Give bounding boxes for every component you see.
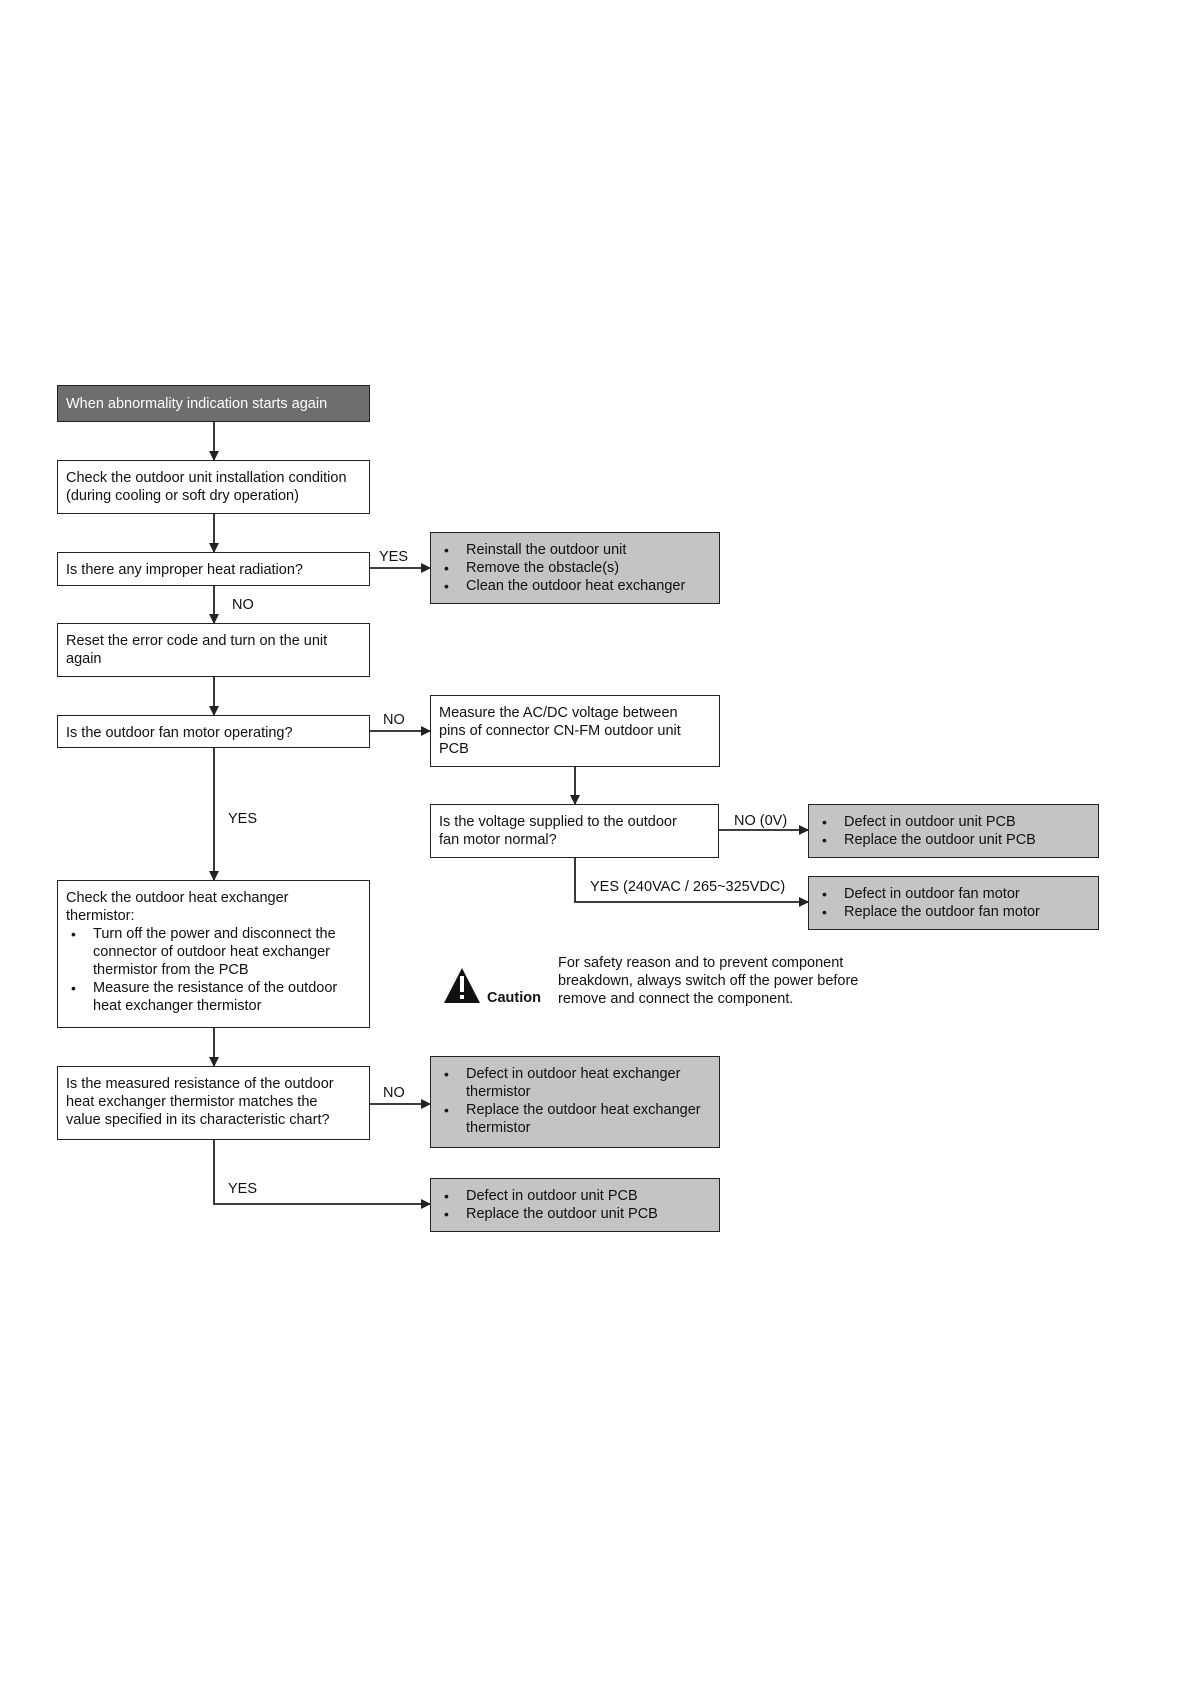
question-text: Is there any improper heat radiation? xyxy=(66,562,303,578)
question-line: value specified in its characteristic ch… xyxy=(66,1112,330,1128)
caution-line: remove and connect the component. xyxy=(558,991,794,1007)
list-item: Defect in outdoor unit PCB xyxy=(439,1187,711,1205)
list-item: Clean the outdoor heat exchanger xyxy=(439,577,711,595)
list-item-line: Replace the outdoor heat exchanger xyxy=(466,1102,701,1118)
check-install-box: Check the outdoor unit installation cond… xyxy=(57,460,370,514)
list-item: Defect in outdoor heat exchanger thermis… xyxy=(439,1065,711,1101)
reset-line: Reset the error code and turn on the uni… xyxy=(66,633,328,649)
question-text: Is the outdoor fan motor operating? xyxy=(66,725,293,741)
result-pcb-defect: Defect in outdoor unit PCB Replace the o… xyxy=(808,804,1099,858)
list-item-line: heat exchanger thermistor xyxy=(93,998,262,1014)
arrow-resistance-yes xyxy=(213,1140,431,1209)
label-no-0v: NO (0V) xyxy=(734,813,788,829)
list-item-line: thermistor from the PCB xyxy=(93,962,249,978)
question-line: Is the voltage supplied to the outdoor xyxy=(439,814,677,830)
list-item-line: thermistor xyxy=(466,1084,531,1100)
label-yes: YES xyxy=(379,549,409,565)
result-heat-radiation: Reinstall the outdoor unit Remove the ob… xyxy=(430,532,720,604)
list-item: Measure the resistance of the outdoor he… xyxy=(66,979,361,1015)
label-no: NO xyxy=(383,712,405,728)
check-install-line: (during cooling or soft dry operation) xyxy=(66,488,299,504)
question-voltage: Is the voltage supplied to the outdoor f… xyxy=(430,804,719,858)
check-thermistor-box: Check the outdoor heat exchanger thermis… xyxy=(57,880,370,1028)
check-thermistor-title: Check the outdoor heat exchanger xyxy=(66,890,289,906)
reset-line: again xyxy=(66,651,102,667)
measure-line: Measure the AC/DC voltage between xyxy=(439,705,678,721)
label-yes-voltage: YES (240VAC / 265~325VDC) xyxy=(590,879,786,895)
list-item-line: connector of outdoor heat exchanger xyxy=(93,944,330,960)
measure-line: PCB xyxy=(439,741,469,757)
list-item: Turn off the power and disconnect the co… xyxy=(66,925,361,979)
list-item: Defect in outdoor unit PCB xyxy=(817,813,1090,831)
caution-label: Caution xyxy=(487,990,541,1006)
check-thermistor-title: thermistor: xyxy=(66,908,135,924)
measure-line: pins of connector CN-FM outdoor unit xyxy=(439,723,681,739)
list-item-line: Defect in outdoor heat exchanger xyxy=(466,1066,681,1082)
list-item-line: thermistor xyxy=(466,1120,531,1136)
start-text: When abnormality indication starts again xyxy=(66,396,328,412)
question-resistance: Is the measured resistance of the outdoo… xyxy=(57,1066,370,1140)
question-line: Is the measured resistance of the outdoo… xyxy=(66,1076,334,1092)
caution-line: For safety reason and to prevent compone… xyxy=(558,955,844,971)
list-item: Reinstall the outdoor unit xyxy=(439,541,711,559)
label-yes: YES xyxy=(228,811,258,827)
label-no: NO xyxy=(383,1085,405,1101)
result-thermistor-defect: Defect in outdoor heat exchanger thermis… xyxy=(430,1056,720,1148)
list-item: Replace the outdoor unit PCB xyxy=(817,831,1090,849)
list-item-line: Turn off the power and disconnect the xyxy=(93,926,336,942)
list-item: Replace the outdoor heat exchanger therm… xyxy=(439,1101,711,1137)
measure-voltage-box: Measure the AC/DC voltage between pins o… xyxy=(430,695,720,767)
question-fan-motor: Is the outdoor fan motor operating? xyxy=(57,715,370,748)
list-item: Defect in outdoor fan motor xyxy=(817,885,1090,903)
label-no: NO xyxy=(232,597,254,613)
list-item: Replace the outdoor fan motor xyxy=(817,903,1090,921)
list-item: Remove the obstacle(s) xyxy=(439,559,711,577)
question-heat-radiation: Is there any improper heat radiation? xyxy=(57,552,370,586)
label-yes: YES xyxy=(228,1181,258,1197)
arrow-voltage-yes xyxy=(574,858,809,907)
caution-text: For safety reason and to prevent compone… xyxy=(558,954,858,1008)
result-pcb-defect-final: Defect in outdoor unit PCB Replace the o… xyxy=(430,1178,720,1232)
start-box: When abnormality indication starts again xyxy=(57,385,370,422)
check-install-line: Check the outdoor unit installation cond… xyxy=(66,470,347,486)
result-fan-motor-defect: Defect in outdoor fan motor Replace the … xyxy=(808,876,1099,930)
caution-line: breakdown, always switch off the power b… xyxy=(558,973,859,989)
warning-icon xyxy=(444,968,480,1003)
reset-box: Reset the error code and turn on the uni… xyxy=(57,623,370,677)
list-item: Replace the outdoor unit PCB xyxy=(439,1205,711,1223)
question-line: fan motor normal? xyxy=(439,832,557,848)
list-item-line: Measure the resistance of the outdoor xyxy=(93,980,338,996)
question-line: heat exchanger thermistor matches the xyxy=(66,1094,318,1110)
